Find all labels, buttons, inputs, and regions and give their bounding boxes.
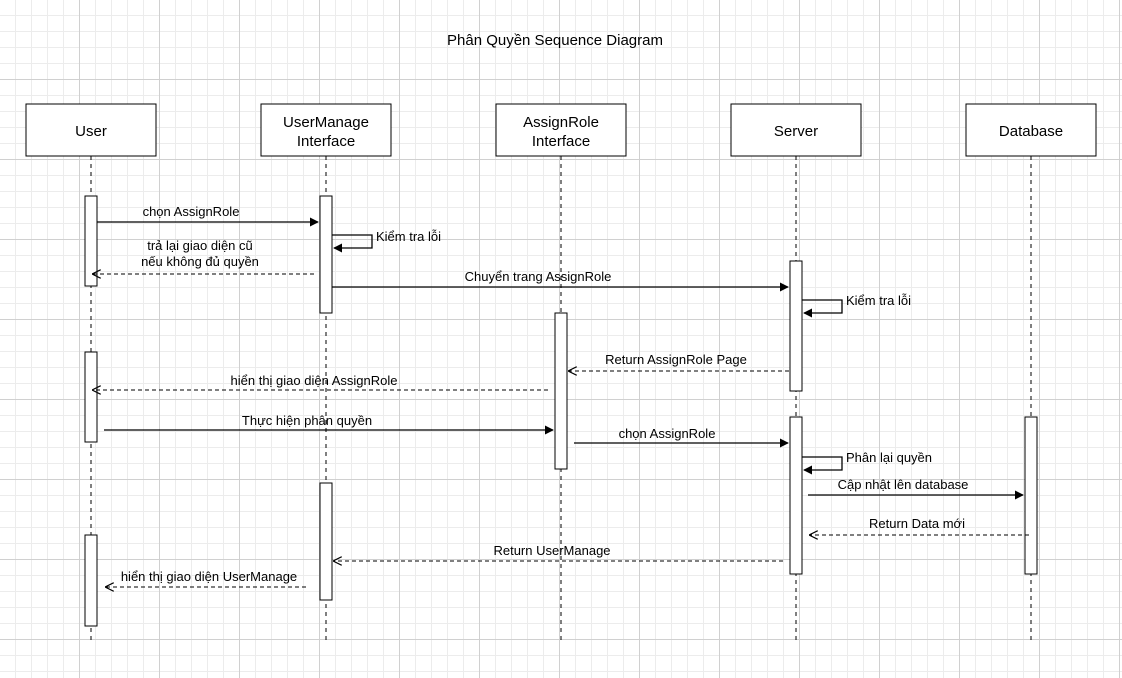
message-chon-assignrole-1[interactable]: chọn AssignRole: [97, 204, 319, 227]
message-cap-nhat-len-database[interactable]: Cập nhật lên database: [808, 477, 1024, 500]
participant-server[interactable]: Server: [730, 103, 862, 157]
activation-server-2[interactable]: [789, 416, 803, 575]
activation-server-1[interactable]: [789, 260, 803, 392]
participant-usermanage-label-line2: Interface: [297, 133, 355, 150]
message-label: chọn AssignRole: [619, 426, 716, 441]
activation-usermanage-2[interactable]: [319, 482, 333, 601]
activations: [84, 195, 1038, 627]
reply-return-usermanage[interactable]: Return UserManage: [334, 543, 783, 561]
message-chuyen-trang-assignrole[interactable]: Chuyển trang AssignRole: [332, 269, 789, 292]
message-label: Cập nhật lên database: [838, 477, 969, 492]
participant-database[interactable]: Database: [965, 103, 1097, 157]
participant-assignrole-label-line1: AssignRole: [523, 114, 599, 131]
reply-tra-lai-giao-dien[interactable]: trả lại giao diện cũ nếu không đủ quyền: [93, 238, 314, 274]
message-label: Chuyển trang AssignRole: [465, 269, 612, 284]
self-message-kiem-tra-loi-2[interactable]: Kiểm tra lỗi: [802, 293, 911, 318]
reply-return-assignrole-page[interactable]: Return AssignRole Page: [569, 352, 789, 371]
participant-usermanage-interface[interactable]: UserManage Interface: [260, 103, 392, 157]
message-label: Kiểm tra lỗi: [846, 293, 911, 308]
participant-user[interactable]: User: [25, 103, 157, 157]
message-chon-assignrole-2[interactable]: chọn AssignRole: [574, 426, 789, 448]
self-message-kiem-tra-loi-1[interactable]: Kiểm tra lỗi: [332, 229, 441, 253]
message-label: chọn AssignRole: [143, 204, 240, 219]
participant-usermanage-label-line1: UserManage: [283, 114, 369, 131]
message-label: Thực hiện phân quyền: [242, 413, 372, 428]
participant-assignrole-interface[interactable]: AssignRole Interface: [495, 103, 627, 157]
activation-user-2[interactable]: [84, 351, 98, 443]
self-message-phan-lai-quyen[interactable]: Phân lại quyền: [802, 450, 932, 475]
reply-hien-thi-giao-dien-usermanage[interactable]: hiển thị giao diện UserManage: [106, 569, 306, 587]
message-thuc-hien-phan-quyen[interactable]: Thực hiện phân quyền: [104, 413, 554, 435]
activation-user-3[interactable]: [84, 534, 98, 627]
participant-server-label: Server: [774, 123, 818, 140]
message-label: hiển thị giao diện AssignRole: [231, 373, 398, 388]
activation-database-1[interactable]: [1024, 416, 1038, 575]
diagram-title: Phân Quyền Sequence Diagram: [447, 32, 663, 49]
participant-database-label: Database: [999, 123, 1063, 140]
message-label: Return Data mới: [869, 516, 965, 531]
activation-assignrole-1[interactable]: [554, 312, 568, 470]
message-label-line2: nếu không đủ quyền: [141, 254, 259, 269]
message-label: Phân lại quyền: [846, 450, 932, 465]
message-label: Return AssignRole Page: [605, 352, 747, 367]
message-label-line1: trả lại giao diện cũ: [147, 238, 253, 253]
reply-return-data-moi[interactable]: Return Data mới: [810, 516, 1029, 535]
participant-assignrole-label-line2: Interface: [532, 133, 590, 150]
message-label: Return UserManage: [493, 543, 610, 558]
activation-usermanage-1[interactable]: [319, 195, 333, 314]
message-label: hiển thị giao diện UserManage: [121, 569, 297, 584]
message-label: Kiểm tra lỗi: [376, 229, 441, 244]
participant-user-label: User: [75, 123, 107, 140]
activation-user-1[interactable]: [84, 195, 98, 287]
reply-hien-thi-giao-dien-assignrole[interactable]: hiển thị giao diện AssignRole: [93, 373, 548, 390]
